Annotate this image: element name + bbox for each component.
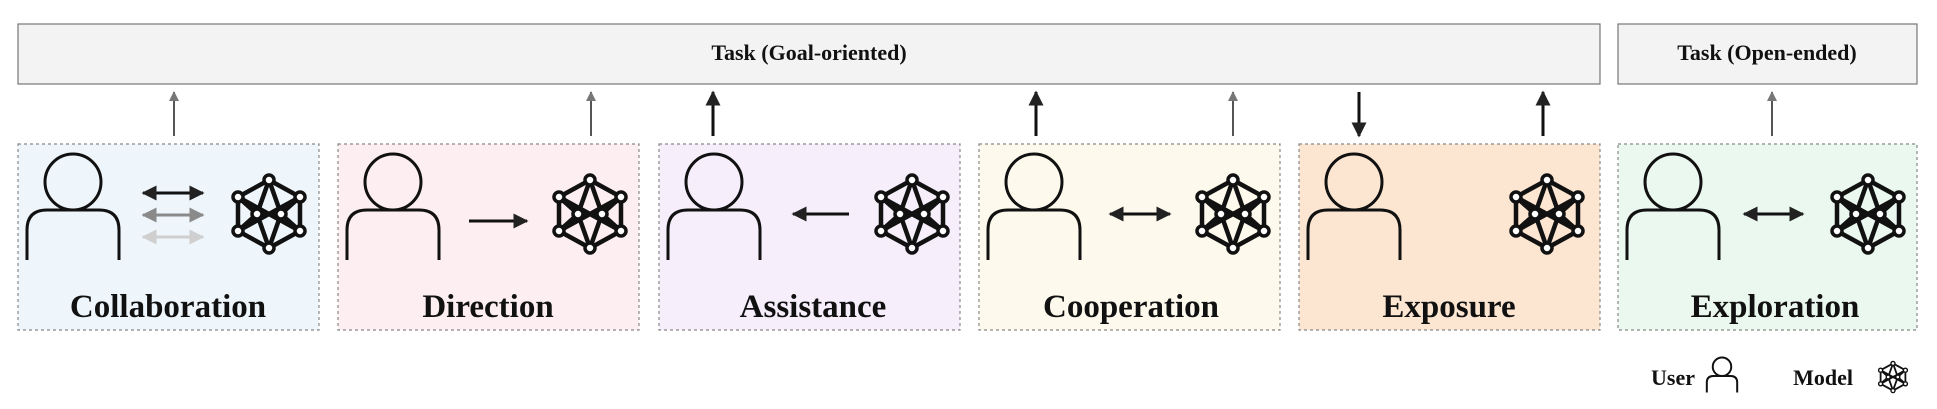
panel-exploration: Exploration <box>1617 143 1918 331</box>
panel-title: Cooperation <box>1043 289 1219 325</box>
panel-direction: Direction <box>337 143 640 331</box>
legend-model-icon <box>1877 360 1909 394</box>
task-open-ended-box: Task (Open-ended) <box>1617 23 1918 85</box>
panel-collaboration: Collaboration <box>17 143 320 331</box>
panel-title: Exploration <box>1691 289 1860 325</box>
panel-exposure: Exposure <box>1298 143 1601 331</box>
panel-assistance: Assistance <box>658 143 961 331</box>
legend-model-label: Model <box>1793 365 1853 390</box>
task-goal-oriented-box: Task (Goal-oriented) <box>17 23 1601 85</box>
legend-user-label: User <box>1651 365 1695 390</box>
legend: User Model <box>1651 356 1909 394</box>
panel-title: Direction <box>422 289 553 325</box>
panel-title: Assistance <box>740 289 887 325</box>
legend-user-icon <box>1705 356 1739 393</box>
panel-title: Exposure <box>1382 289 1515 325</box>
panel-title: Collaboration <box>70 289 266 325</box>
task-open-ended-label: Task (Open-ended) <box>1677 40 1857 65</box>
triple-double-arrow-icon <box>141 185 205 245</box>
task-goal-oriented-label: Task (Goal-oriented) <box>711 40 906 65</box>
panel-cooperation: Cooperation <box>978 143 1281 331</box>
